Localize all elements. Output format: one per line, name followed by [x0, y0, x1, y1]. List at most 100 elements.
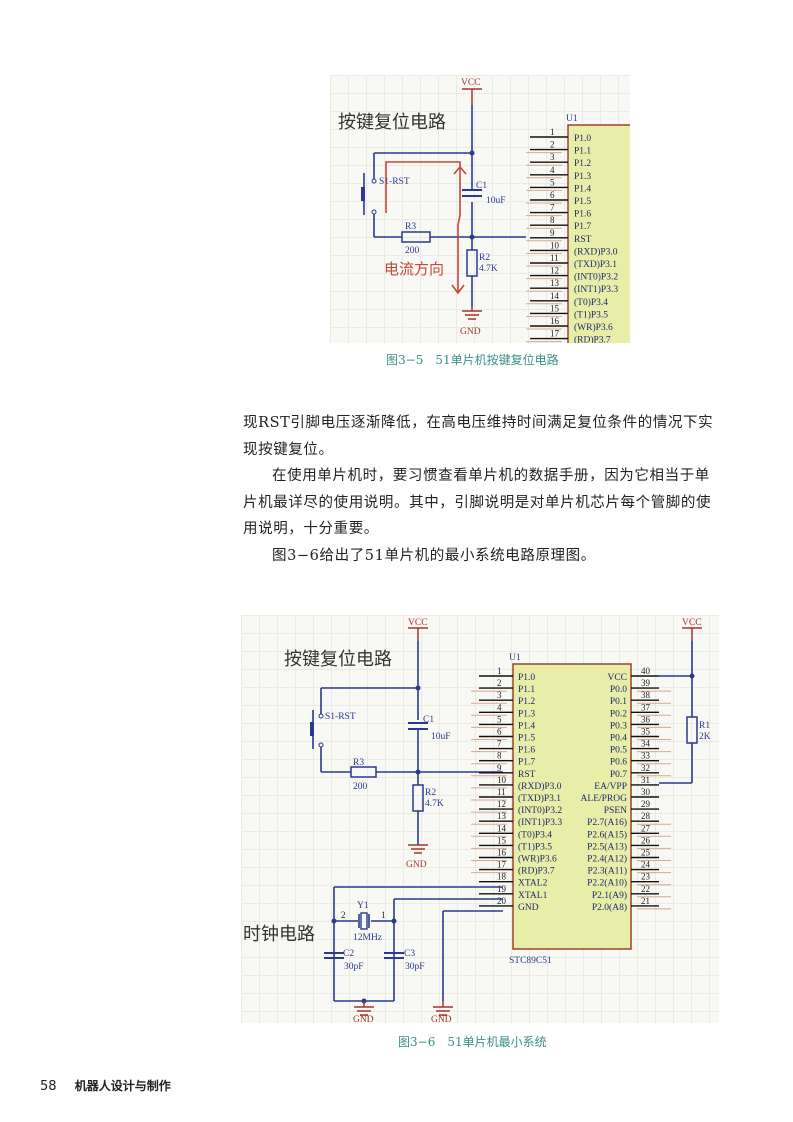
r2-ref: R2 — [425, 788, 436, 798]
pin-name: P0.6 — [610, 758, 627, 768]
current-direction-label: 电流方向 — [384, 260, 444, 278]
resistor-r2 — [412, 784, 424, 812]
r2-value: 4.7K — [479, 264, 498, 274]
pin-number: 29 — [641, 799, 651, 809]
pin-name: (INT1)P3.3 — [574, 284, 618, 295]
pin-number: 31 — [641, 775, 650, 785]
pin-name: P1.5 — [518, 734, 535, 744]
r3-value: 200 — [405, 246, 420, 256]
pin-number: 26 — [641, 835, 651, 845]
y1-pin-1: 1 — [381, 910, 386, 920]
switch-label: S1-RST — [379, 177, 410, 187]
pin-number: 6 — [497, 727, 502, 737]
pin-name: (TXD)P3.1 — [574, 259, 617, 270]
pin-number: 2 — [497, 678, 502, 688]
r1-ref: R1 — [699, 721, 710, 731]
pin-number: 1 — [497, 666, 502, 676]
pin-number: 5 — [550, 177, 555, 187]
paragraph: 现RST引脚电压逐渐降低，在高电压维持时间满足复位条件的情况下实现按键复位。 — [243, 415, 714, 458]
chip-u1 — [567, 124, 630, 343]
clock-title: 时钟电路 — [243, 924, 315, 945]
pin-number: 40 — [641, 666, 651, 676]
pin-name: P1.1 — [518, 685, 535, 695]
figure-minimum-system: VCC 按键复位电路 S1-RST R3 200 C1 10uF R2 4.7K… — [241, 615, 719, 1023]
figure-caption: 图3−6 51单片机最小系统 — [398, 1035, 547, 1049]
pin-name: EA/VPP — [594, 782, 627, 792]
pin-name: P2.1(A9) — [592, 890, 627, 901]
switch-label: S1-RST — [325, 712, 356, 722]
pin-number: 12 — [497, 799, 506, 809]
pin-number: 18 — [497, 872, 507, 882]
pin-number: 1 — [550, 127, 555, 137]
pin-number: 32 — [641, 763, 650, 773]
pin-name: P2.7(A16) — [587, 817, 627, 828]
pin-name: (TXD)P3.1 — [518, 793, 561, 804]
gnd-label: GND — [406, 860, 427, 870]
pin-number: 5 — [497, 714, 502, 724]
pin-number: 9 — [550, 228, 555, 238]
pin-name: (T0)P3.4 — [518, 829, 552, 840]
chip-ref: U1 — [509, 653, 521, 663]
r3-ref: R3 — [353, 758, 364, 768]
y1-pin-2: 2 — [341, 910, 346, 920]
pin-number: 24 — [641, 860, 651, 870]
pin-name: P1.7 — [574, 222, 591, 232]
minimum-system-schematic: VCC 按键复位电路 S1-RST R3 200 C1 10uF R2 4.7K… — [243, 618, 711, 1023]
pin-name: RST — [574, 235, 592, 245]
c2-ref: C2 — [343, 949, 354, 959]
pin-name: (WR)P3.6 — [518, 854, 557, 865]
pin-number: 35 — [641, 727, 651, 737]
vcc-label-right: VCC — [682, 618, 702, 628]
y1-value: 12MHz — [353, 933, 382, 943]
pin-name: P1.6 — [574, 210, 591, 220]
pin-number: 36 — [641, 714, 651, 724]
resistor-r3 — [401, 231, 431, 243]
reset-title: 按键复位电路 — [284, 649, 392, 670]
pin-number: 3 — [497, 690, 502, 700]
pin-number: 15 — [550, 303, 560, 313]
paragraph: 图3−6给出了51单片机的最小系统电路原理图。 — [272, 547, 596, 564]
pin-number: 16 — [497, 848, 507, 858]
figure-reset-circuit: VCC 按键复位电路 S1-RST R3 200 C1 10uF R2 4.7K — [330, 75, 630, 343]
paragraph: 在使用单片机时，要习惯查看单片机的数据手册，因为它相当于单片机最详尽的使用说明。… — [243, 468, 712, 537]
pin-number: 7 — [497, 739, 502, 749]
vcc-label: VCC — [461, 78, 481, 88]
switch-contact — [371, 178, 377, 184]
c3-ref: C3 — [404, 949, 415, 959]
pin-number: 30 — [641, 787, 651, 797]
pin-name: P2.2(A10) — [587, 878, 627, 889]
gnd-label: GND — [353, 1015, 374, 1023]
page-footer: 58 机器人设计与制作 — [40, 1077, 171, 1094]
pin-number: 19 — [497, 884, 507, 894]
pin-number: 21 — [641, 896, 650, 906]
pin-number: 14 — [550, 291, 560, 301]
pin-number: 20 — [497, 896, 507, 906]
pin-number: 25 — [641, 848, 651, 858]
pin-name: XTAL1 — [518, 891, 548, 901]
chip-part-number: STC89C51 — [509, 956, 552, 966]
pin-name: P1.1 — [574, 147, 591, 157]
pin-number: 6 — [550, 190, 555, 200]
pin-number: 8 — [550, 215, 555, 225]
r1-value: 2K — [699, 732, 711, 742]
vcc-label: VCC — [408, 618, 428, 628]
pin-name: P0.1 — [610, 697, 627, 707]
r2-value: 4.7K — [425, 799, 444, 809]
pin-number: 9 — [497, 763, 502, 773]
pin-name: P1.0 — [574, 134, 591, 144]
c2-value: 30pF — [344, 962, 364, 972]
pin-number: 13 — [497, 811, 507, 821]
pin-number: 33 — [641, 751, 651, 761]
pin-name: (INT0)P3.2 — [574, 272, 618, 283]
pin-number: 4 — [550, 165, 555, 175]
gnd-label: GND — [460, 327, 481, 337]
pin-name: (T1)P3.5 — [518, 841, 552, 852]
resistor-r1 — [686, 716, 698, 744]
reset-title: 按键复位电路 — [338, 112, 446, 133]
pin-name: (WR)P3.6 — [574, 322, 613, 333]
pin-name: P1.4 — [518, 721, 535, 731]
pin-name: P0.4 — [610, 734, 627, 744]
pin-name: P0.3 — [610, 721, 627, 731]
pin-number: 17 — [497, 860, 507, 870]
pin-number: 3 — [550, 152, 555, 162]
